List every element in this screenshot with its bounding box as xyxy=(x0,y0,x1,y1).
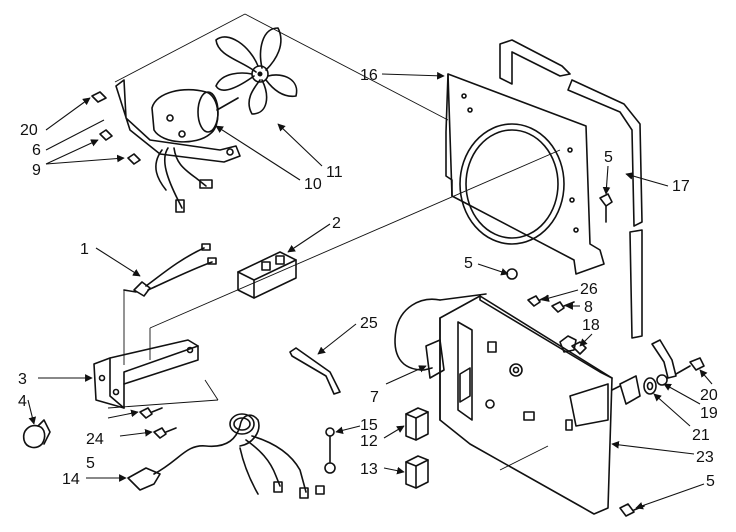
callout-18: 18 xyxy=(582,317,600,334)
screw-20-right xyxy=(675,357,705,375)
callout-11: 11 xyxy=(326,164,343,181)
harness-connector xyxy=(123,243,217,297)
overload-13 xyxy=(405,455,429,489)
callout-24: 24 xyxy=(86,431,104,448)
callout-21: 21 xyxy=(692,427,710,444)
callout-6: 6 xyxy=(32,142,41,159)
callout-3: 3 xyxy=(18,371,27,388)
ground-terminal xyxy=(324,427,336,474)
callout-17: 17 xyxy=(672,178,690,195)
capillary-tube xyxy=(289,347,341,395)
callout-13: 13 xyxy=(360,461,378,478)
callout-26: 26 xyxy=(580,281,598,298)
callout-14: 14 xyxy=(62,471,80,488)
bracket-screws xyxy=(139,407,177,439)
callout-5-center: 5 xyxy=(464,255,473,272)
callout-9: 9 xyxy=(32,162,41,179)
callout-19: 19 xyxy=(700,405,718,422)
spring-clip xyxy=(611,375,641,405)
fan-blade xyxy=(215,27,298,115)
washer-21 xyxy=(643,377,657,395)
callout-20-right: 20 xyxy=(700,387,718,404)
thermostat-switch xyxy=(237,251,297,299)
thermistor-cord xyxy=(394,293,487,379)
fan-motor xyxy=(151,88,239,143)
callout-2: 2 xyxy=(332,215,341,232)
screw-8 xyxy=(551,301,575,313)
screw-26 xyxy=(527,295,549,307)
callout-5-shroud: 5 xyxy=(604,149,613,166)
callout-10: 10 xyxy=(304,176,322,193)
callout-15: 15 xyxy=(360,417,378,434)
motor-wire-leads xyxy=(155,147,213,213)
callout-5-bracket: 5 xyxy=(86,455,95,472)
callout-20-left: 20 xyxy=(20,122,38,139)
washer-19 xyxy=(656,374,668,386)
screw-5-bottom xyxy=(619,503,645,517)
callout-16: 16 xyxy=(360,67,378,84)
callout-5-bottom: 5 xyxy=(706,473,715,490)
motor-hardware xyxy=(91,91,141,165)
clip-22 xyxy=(651,339,677,379)
gasket-strips xyxy=(499,39,643,339)
callout-4: 4 xyxy=(18,393,27,410)
callout-7: 7 xyxy=(370,389,379,406)
callout-8: 8 xyxy=(584,299,593,316)
mounting-bracket xyxy=(93,339,199,409)
callout-labels: 20 6 9 10 11 16 17 5 5 1 2 3 4 24 5 14 2… xyxy=(18,67,718,490)
grommet-plug xyxy=(22,419,51,449)
control-housing xyxy=(439,295,613,515)
callout-12: 12 xyxy=(360,433,378,450)
shroud-screw xyxy=(506,193,613,280)
relay-12 xyxy=(405,407,429,441)
callout-23: 23 xyxy=(696,449,714,466)
callout-1: 1 xyxy=(80,241,89,258)
callout-25: 25 xyxy=(360,315,378,332)
fan-shroud-panel xyxy=(445,73,605,275)
motor-mount-bracket xyxy=(115,79,241,163)
nuts-18 xyxy=(559,335,587,355)
leader-lines xyxy=(27,71,713,510)
wire-harness xyxy=(127,413,325,499)
